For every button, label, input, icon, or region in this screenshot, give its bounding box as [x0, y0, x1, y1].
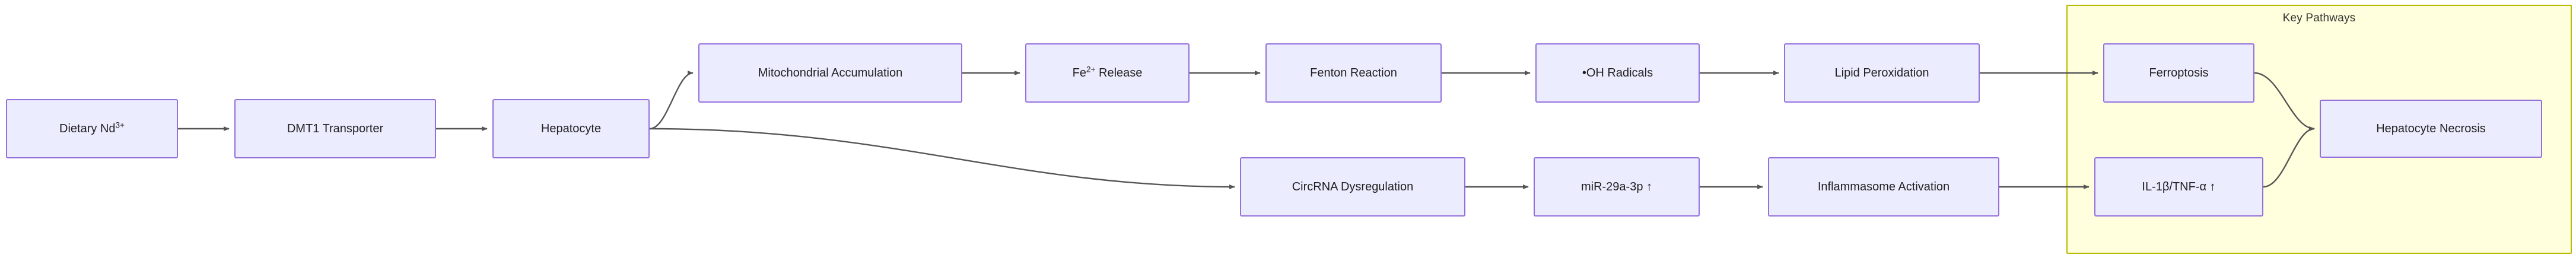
node-label: Fenton Reaction	[1310, 66, 1397, 79]
node-label: Hepatocyte	[540, 122, 602, 135]
node-label: Mitochondrial Accumulation	[758, 66, 903, 79]
edge-hepatocyte-to-mito	[649, 71, 694, 130]
node-dietary[interactable]: Dietary Nd3+	[6, 99, 178, 158]
node-ferroptosis[interactable]: Ferroptosis	[2103, 43, 2254, 103]
node-label: IL-1β/TNF-α ↑	[2142, 180, 2216, 193]
node-mito[interactable]: Mitochondrial Accumulation	[698, 43, 962, 103]
node-dmt1[interactable]: DMT1 Transporter	[234, 99, 436, 158]
node-label: Dietary Nd3+	[59, 120, 125, 135]
node-label: miR-29a-3p ↑	[1580, 180, 1653, 193]
node-fenton[interactable]: Fenton Reaction	[1265, 43, 1442, 103]
node-lipid[interactable]: Lipid Peroxidation	[1784, 43, 1980, 103]
node-label: Lipid Peroxidation	[1834, 66, 1929, 79]
node-label: •OH Radicals	[1582, 66, 1653, 79]
node-cytokines[interactable]: IL-1β/TNF-α ↑	[2094, 157, 2263, 217]
node-circrna[interactable]: CircRNA Dysregulation	[1240, 157, 1465, 217]
node-label: DMT1 Transporter	[287, 122, 384, 135]
node-mir29a[interactable]: miR-29a-3p ↑	[1534, 157, 1700, 217]
node-label: CircRNA Dysregulation	[1292, 180, 1414, 193]
node-label: Inflammasome Activation	[1817, 180, 1950, 193]
node-label: Ferroptosis	[2149, 66, 2209, 79]
node-inflammasome[interactable]: Inflammasome Activation	[1768, 157, 1999, 217]
node-label: Hepatocyte Necrosis	[2376, 122, 2486, 135]
node-hepatocyte[interactable]: Hepatocyte	[492, 99, 650, 158]
node-fe2[interactable]: Fe2+ Release	[1025, 43, 1190, 103]
subgraph-title: Key Pathways	[2282, 12, 2356, 24]
node-label: Fe2+ Release	[1072, 64, 1143, 79]
node-necrosis[interactable]: Hepatocyte Necrosis	[2320, 100, 2542, 158]
node-oh[interactable]: •OH Radicals	[1535, 43, 1700, 103]
edge-hepatocyte-to-circrna	[649, 128, 1235, 189]
